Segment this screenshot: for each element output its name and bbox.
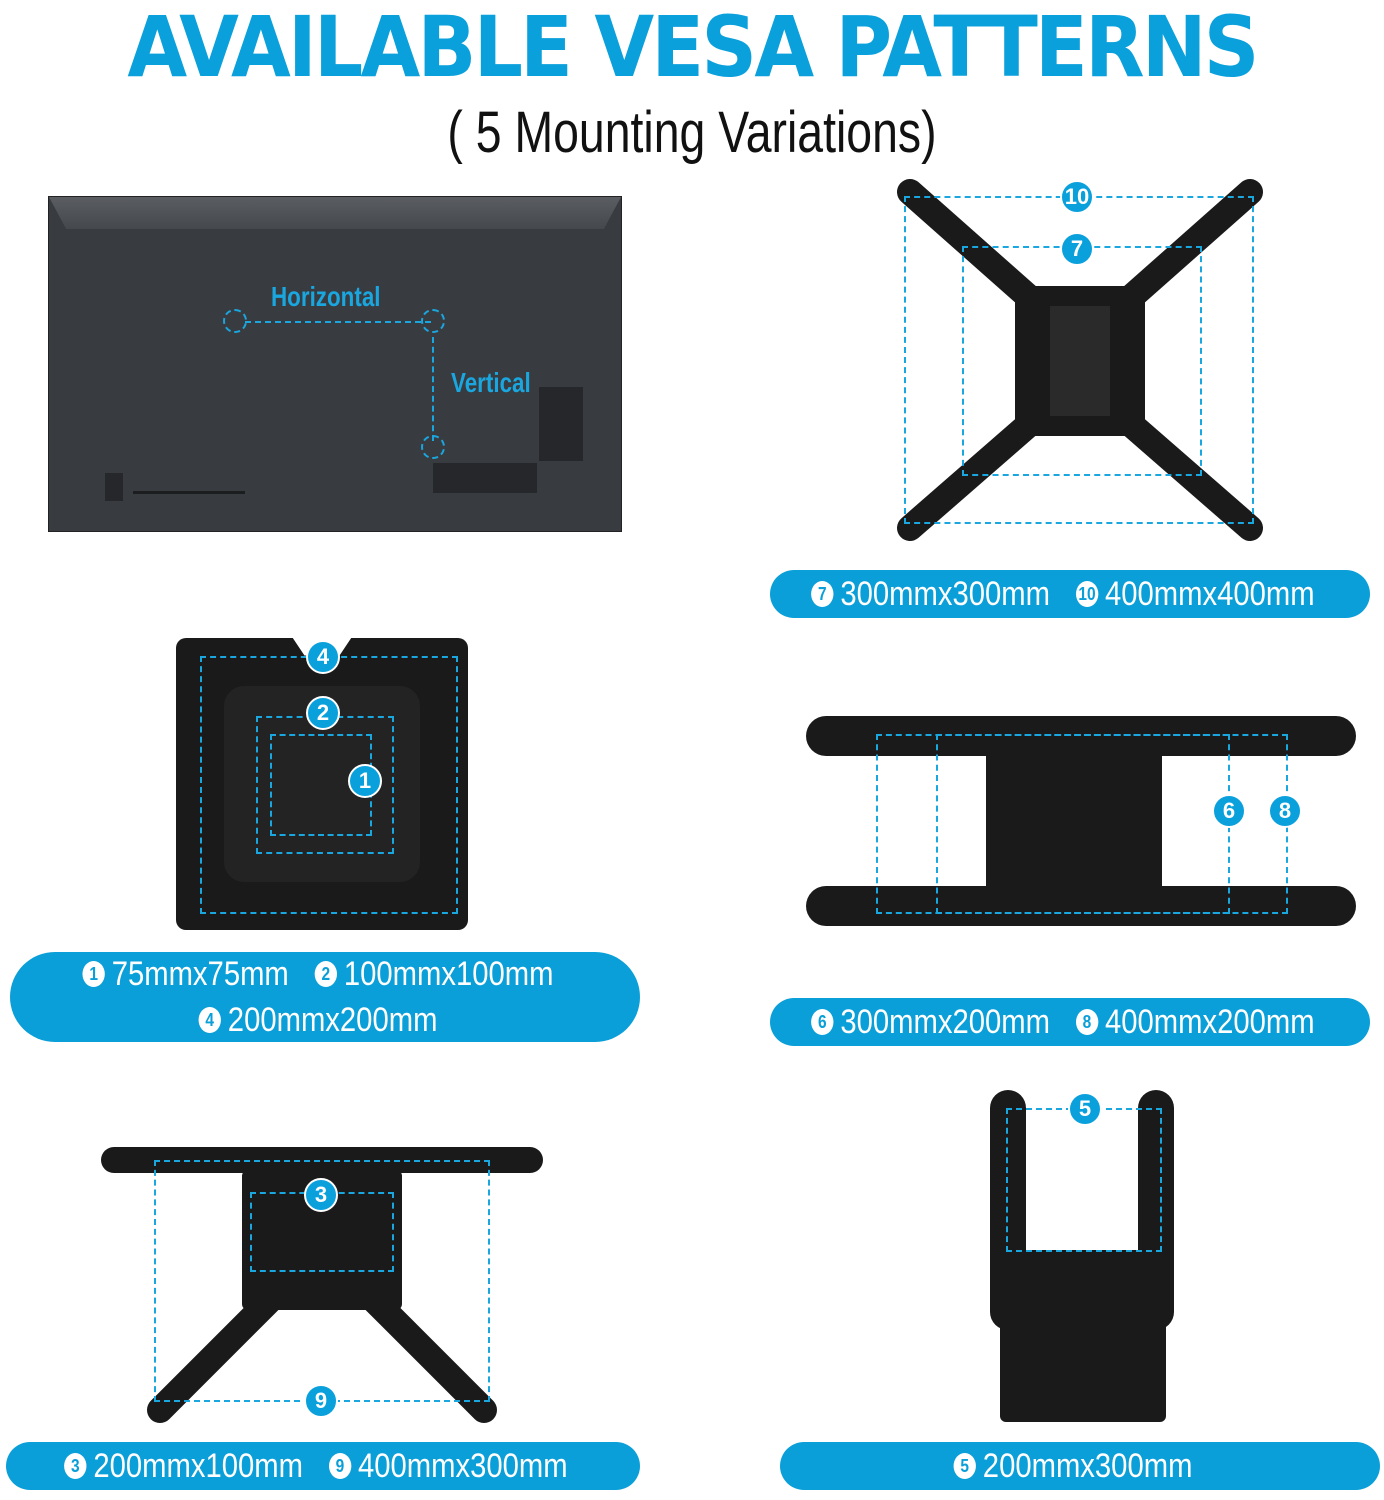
pattern-badge-6: 6: [1212, 794, 1246, 828]
cross-mount-diagram: 10 7: [890, 176, 1270, 546]
number-icon: 8: [1076, 1009, 1099, 1035]
pattern-badge-7: 7: [1060, 232, 1094, 266]
horizontal-rail-diagram: 6 8: [806, 712, 1356, 932]
spec-size: 400mmx300mm: [358, 1447, 568, 1485]
spec-size: 100mmx100mm: [344, 955, 554, 993]
vertical-label: Vertical: [451, 367, 531, 398]
mount-hole-icon: [421, 435, 445, 459]
pattern-badge-9: 9: [304, 1384, 338, 1418]
spec-size: 200mmx200mm: [227, 1001, 438, 1039]
tv-port-panel: [539, 387, 583, 461]
page-title: AVAILABLE VESA PATTERNS: [127, 0, 1259, 96]
vertical-dashed-line: [432, 337, 434, 441]
tv-power-port: [105, 473, 123, 501]
number-icon: 7: [811, 581, 834, 607]
pattern-badge-8: 8: [1268, 794, 1302, 828]
tv-port-panel: [433, 463, 537, 493]
pattern-6-outline: [936, 734, 1230, 914]
spec-size: 75mmx75mm: [111, 955, 289, 993]
tv-top-bevel: [49, 197, 621, 229]
center-plate: [986, 742, 1162, 902]
pattern-badge-3: 3: [304, 1178, 338, 1212]
spec-size: 200mmx300mm: [982, 1447, 1193, 1485]
tv-slot: [133, 491, 245, 494]
number-icon: 1: [82, 961, 105, 987]
spec-size: 200mmx100mm: [93, 1447, 304, 1485]
pattern-badge-1: 1: [348, 764, 382, 798]
tv-back-diagram: Horizontal Vertical: [48, 196, 622, 532]
spec-size: 300mmx200mm: [840, 1003, 1051, 1041]
spec-size: 300mmx300mm: [840, 575, 1051, 613]
mount-hole-icon: [223, 309, 247, 333]
cross-mount-icon: [897, 179, 1263, 541]
number-icon: 3: [64, 1453, 87, 1479]
horizontal-label: Horizontal: [271, 281, 381, 312]
number-icon: 4: [198, 1007, 222, 1033]
pattern-7-outline: [962, 246, 1202, 476]
number-icon: 2: [314, 961, 338, 987]
vertical-rail-diagram: 5: [990, 1090, 1180, 1422]
number-icon: 5: [953, 1453, 977, 1479]
pattern-5-outline: [1006, 1108, 1162, 1252]
mount-hole-icon: [421, 309, 445, 333]
plate-mount-diagram: 4 2 1: [176, 638, 468, 930]
number-icon: 10: [1076, 581, 1099, 607]
spec-size: 400mmx400mm: [1105, 575, 1315, 613]
pattern-badge-4: 4: [306, 640, 340, 674]
pattern-badge-5: 5: [1068, 1092, 1102, 1126]
number-icon: 9: [329, 1453, 352, 1479]
horizontal-dashed-line: [245, 321, 431, 323]
center-plate: [1000, 1250, 1166, 1422]
page-subtitle: ( 5 Mounting Variations): [447, 100, 937, 165]
pattern-badge-10: 10: [1060, 180, 1094, 214]
number-icon: 6: [811, 1009, 834, 1035]
spec-size: 400mmx200mm: [1105, 1003, 1315, 1041]
t-shape-mount-diagram: 3 9: [100, 1140, 544, 1430]
pattern-badge-2: 2: [306, 696, 340, 730]
